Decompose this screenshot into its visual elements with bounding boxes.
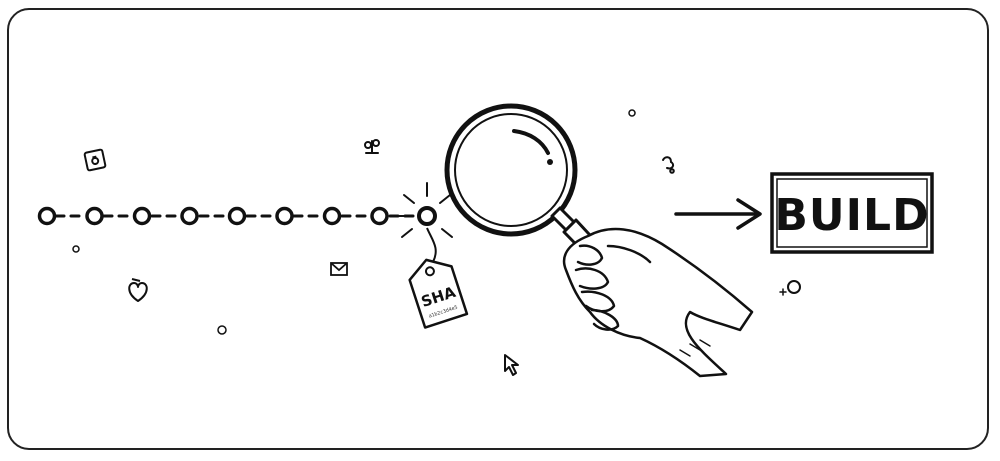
timeline-node-highlighted: [417, 206, 437, 226]
sha-tag: SHA a1b2c3d4e5: [408, 258, 469, 329]
build-box: BUILD: [770, 172, 934, 254]
highlight-burst: [397, 182, 453, 238]
timeline-node: [37, 206, 57, 226]
timeline-nodes: [37, 206, 437, 226]
plant-icon: [364, 139, 380, 154]
timeline-node: [322, 206, 342, 226]
build-label: BUILD: [774, 190, 929, 241]
arrow-icon: [674, 198, 762, 230]
timeline-node: [85, 206, 104, 226]
envelope-icon: [330, 262, 348, 276]
tag-string: [426, 227, 437, 263]
hand-icon: [562, 227, 754, 378]
sparkle-icon: [662, 156, 675, 174]
timeline-node: [132, 206, 152, 226]
timeline-node: [275, 206, 294, 226]
decorative-dots: [72, 109, 636, 335]
heart-icon: [128, 278, 148, 302]
timeline-node: [370, 206, 389, 226]
cursor-icon: [504, 354, 519, 376]
timeline-node: [180, 206, 199, 226]
lock-icon: [83, 148, 107, 172]
sparkle-circle-icon: [779, 280, 801, 296]
timeline-node: [227, 206, 247, 226]
